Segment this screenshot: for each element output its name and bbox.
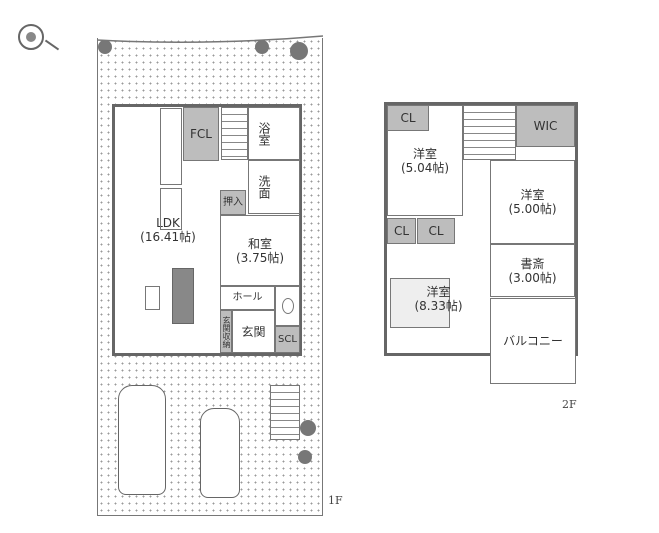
washitsu-size: (3.75帖) <box>235 250 285 265</box>
entry-steps <box>270 385 300 440</box>
car-small <box>200 408 240 498</box>
room-yoshitsu-2: 洋室 (5.00帖) <box>490 160 575 244</box>
room3-size: (8.33帖) <box>414 298 463 313</box>
bed <box>390 278 450 328</box>
room2-size: (5.00帖) <box>508 202 557 216</box>
room-genkan-storage: 玄関収納 <box>220 310 232 353</box>
washitsu-label: 和室 <box>247 236 272 251</box>
study-size: (3.00帖) <box>508 270 557 285</box>
room-cl-2: CL <box>387 218 416 244</box>
cl3-label: CL <box>428 224 444 238</box>
genkan-label: 玄関 <box>241 324 266 339</box>
tree <box>98 40 112 54</box>
room-cl-3: CL <box>417 218 455 244</box>
room3-label: 洋室 <box>426 284 451 299</box>
room-wic: WIC <box>516 105 575 147</box>
room-oshiire: 押入 <box>220 190 246 215</box>
tree <box>300 420 316 436</box>
tree <box>290 42 308 60</box>
toilet <box>275 286 300 326</box>
lot-top-boundary <box>97 35 323 43</box>
study-label: 書斎 <box>520 256 545 271</box>
scl-label: SCL <box>278 333 297 345</box>
balcony-label: バルコニー <box>503 334 563 348</box>
ldk-size: (16.41帖) <box>140 230 196 244</box>
room-balcony: バルコニー <box>490 298 576 384</box>
room-washitsu: 和室 (3.75帖) <box>220 215 300 286</box>
stairs-2f <box>463 105 516 160</box>
kitchen-counter <box>160 108 182 185</box>
room-wash: 洗面 <box>248 160 300 214</box>
dining-table <box>160 188 182 230</box>
bath-label: 浴室 <box>257 121 271 146</box>
coffee-table <box>145 286 160 310</box>
oshiire-label: 押入 <box>223 196 243 208</box>
room-genkan: 玄関 <box>232 310 275 353</box>
room1-size: (5.04帖) <box>400 160 450 175</box>
room-cl-1: CL <box>387 105 429 131</box>
genkan-storage-label: 玄関収納 <box>222 315 231 348</box>
room-yoshitsu-3-text: 洋室 (8.33帖) <box>387 244 490 353</box>
compass-icon <box>18 24 44 50</box>
cl2-label: CL <box>393 224 410 238</box>
room-study: 書斎 (3.00帖) <box>490 244 575 297</box>
room1-label: 洋室 <box>412 146 437 161</box>
north-arrow-icon <box>44 39 60 51</box>
tree <box>255 40 269 54</box>
ldk-label: LDK <box>156 216 180 230</box>
room-scl: SCL <box>275 326 300 353</box>
sofa <box>172 268 194 324</box>
room-hall: ホール <box>220 286 275 310</box>
floor-label-1f: 1F <box>328 494 343 507</box>
room-bath: 浴室 <box>248 107 300 160</box>
room2-label: 洋室 <box>520 188 545 202</box>
cl1-label: CL <box>400 111 416 125</box>
wash-label: 洗面 <box>257 175 271 199</box>
stairs-1f <box>221 107 248 160</box>
car-large <box>118 385 166 495</box>
hall-label: ホール <box>232 292 263 303</box>
floor-label-2f: 2F <box>562 398 577 411</box>
tree <box>298 450 312 464</box>
fcl-label: FCL <box>190 127 212 141</box>
wic-label: WIC <box>533 119 558 133</box>
room-fcl: FCL <box>183 107 219 161</box>
